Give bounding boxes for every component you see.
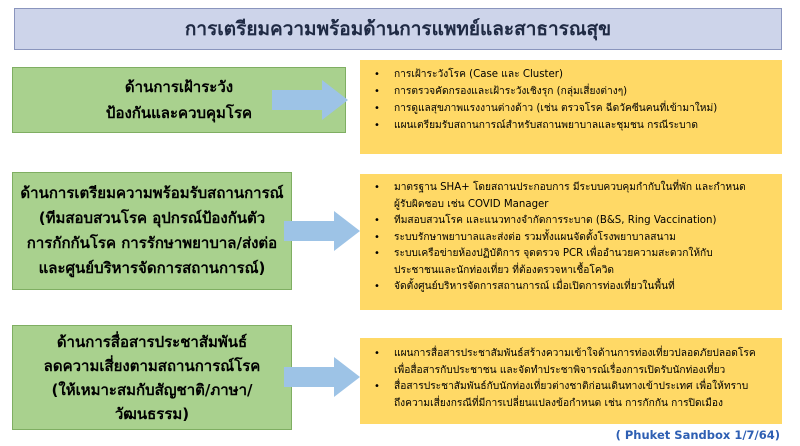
list-item: การเฝ้าระวังโรค (Case และ Cluster) bbox=[374, 66, 772, 83]
list-item: ระบบเครือข่ายห้องปฏิบัติการ จุดตรวจ PCR … bbox=[374, 246, 772, 279]
detail-box-communication: แผนการสื่อสารประชาสัมพันธ์สร้างความเข้าใ… bbox=[360, 338, 782, 424]
detail-box-preparedness: มาตรฐาน SHA+ โดยสถานประกอบการ มีระบบควบค… bbox=[360, 174, 782, 310]
topic-line: ด้านการสื่อสารประชาสัมพันธ์ bbox=[56, 332, 248, 351]
footer-note: ( Phuket Sandbox 1/7/64) bbox=[615, 428, 780, 442]
topic-communication: ด้านการสื่อสารประชาสัมพันธ์ ลดความเสี่ยง… bbox=[12, 325, 292, 430]
list-item: มาตรฐาน SHA+ โดยสถานประกอบการ มีระบบควบค… bbox=[374, 180, 772, 213]
list-item: ทีมสอบสวนโรค และแนวทางจำกัดการระบาด (B&S… bbox=[374, 213, 772, 230]
list-item: จัดตั้งศูนย์บริหารจัดการสถานการณ์ เมื่อเ… bbox=[374, 279, 772, 296]
topic-line: (ทีมสอบสวนโรค อุปกรณ์ป้องกันตัว bbox=[38, 209, 266, 227]
topic-preparedness: ด้านการเตรียมความพร้อมรับสถานการณ์ (ทีมส… bbox=[12, 172, 292, 290]
list-item: แผนการสื่อสารประชาสัมพันธ์สร้างความเข้าใ… bbox=[374, 346, 772, 379]
topic-line: ด้านการเตรียมความพร้อมรับสถานการณ์ bbox=[20, 184, 284, 202]
arrow-right-icon bbox=[284, 211, 360, 251]
topic-line: ลดความเสี่ยงตามสถานการณ์โรค bbox=[43, 356, 261, 375]
list-item: ระบบรักษาพยาบาลและส่งต่อ รวมทั้งแผนจัดตั… bbox=[374, 230, 772, 247]
arrow-right-icon bbox=[284, 357, 360, 397]
list-item: แผนเตรียมรับสถานการณ์สำหรับสถานพยาบาลและ… bbox=[374, 117, 772, 134]
topic-line: ป้องกันและควบคุมโรค bbox=[105, 104, 253, 122]
topic-line: วัฒนธรรม) bbox=[114, 404, 190, 423]
page-title-bar: การเตรียมความพร้อมด้านการแพทย์และสาธารณส… bbox=[14, 8, 782, 50]
topic-line: การกักกันโรค การรักษาพยาบาล/ส่งต่อ bbox=[26, 234, 278, 252]
topic-line: ด้านการเฝ้าระวัง bbox=[124, 78, 234, 96]
detail-box-surveillance: การเฝ้าระวังโรค (Case และ Cluster) การตร… bbox=[360, 60, 782, 154]
topic-line: (ให้เหมาะสมกับสัญชาติ/ภาษา/ bbox=[51, 380, 253, 399]
topic-line: และศูนย์บริหารจัดการสถานการณ์) bbox=[38, 259, 266, 277]
page-title: การเตรียมความพร้อมด้านการแพทย์และสาธารณส… bbox=[184, 18, 612, 40]
arrow-right-icon bbox=[272, 80, 348, 120]
list-item: การตรวจคัดกรองและเฝ้าระวังเชิงรุก (กลุ่ม… bbox=[374, 83, 772, 100]
list-item: สื่อสารประชาสัมพันธ์กับนักท่องเที่ยวต่าง… bbox=[374, 379, 772, 412]
list-item: การดูแลสุขภาพแรงงานต่างด้าว (เช่น ตรวจโร… bbox=[374, 100, 772, 117]
